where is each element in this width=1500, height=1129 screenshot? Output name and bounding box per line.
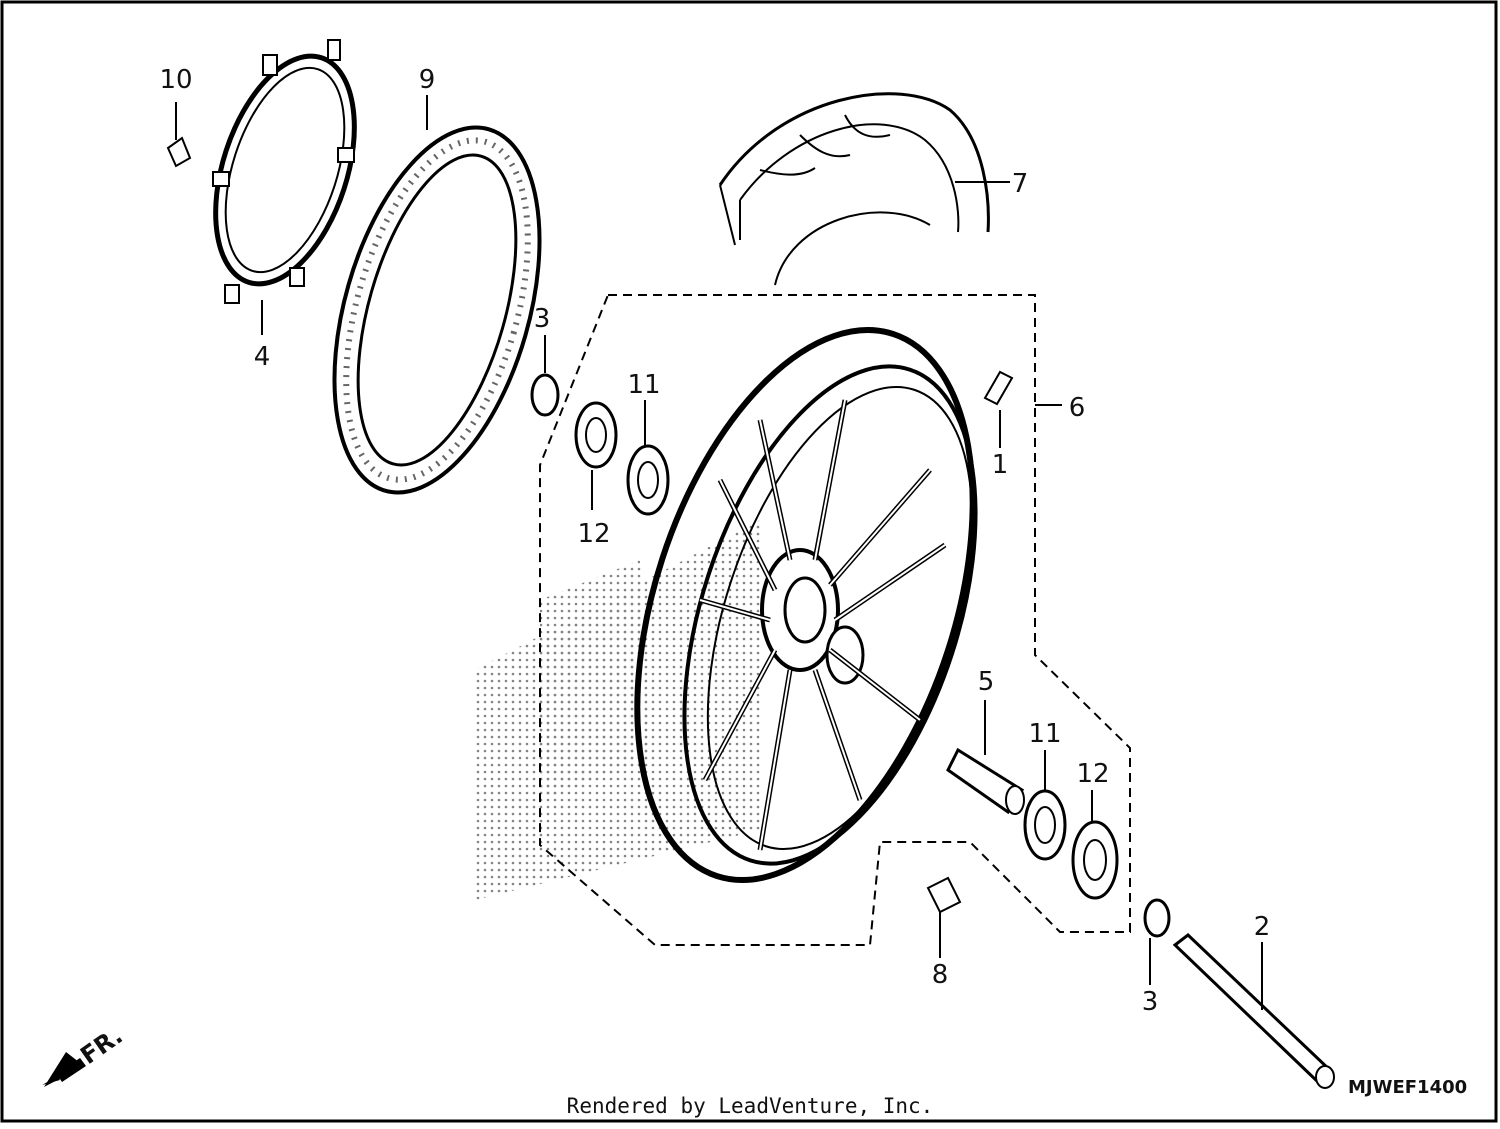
callout-5: 5 bbox=[978, 667, 995, 697]
diagram-code: MJWEF1400 bbox=[1348, 1077, 1467, 1098]
callout-9: 9 bbox=[419, 65, 436, 95]
wheel-part bbox=[634, 327, 1062, 883]
bearing-part-left bbox=[626, 400, 670, 516]
callout-4: 4 bbox=[254, 342, 271, 372]
axle-part bbox=[1172, 933, 1335, 1089]
balance-weight-part bbox=[926, 876, 962, 958]
front-direction-arrow-icon bbox=[42, 1052, 86, 1087]
bolt-part bbox=[166, 102, 192, 168]
assembly-outline bbox=[539, 294, 1131, 946]
callout-7: 7 bbox=[1012, 169, 1029, 199]
callout-12-lower: 12 bbox=[1076, 759, 1109, 789]
bearing-part-right bbox=[1023, 750, 1067, 861]
callout-2: 2 bbox=[1254, 912, 1271, 942]
brake-disc-part bbox=[332, 95, 542, 495]
dust-seal-part-right bbox=[1071, 790, 1119, 900]
callout-10: 10 bbox=[159, 65, 192, 95]
tire-part bbox=[718, 92, 1010, 286]
callout-6: 6 bbox=[1069, 393, 1086, 423]
dust-seal-part-left bbox=[574, 401, 618, 510]
callout-8: 8 bbox=[932, 960, 949, 990]
callout-3-lower: 3 bbox=[1142, 987, 1159, 1017]
pulser-ring-part bbox=[212, 39, 357, 335]
callout-11-upper: 11 bbox=[627, 370, 660, 400]
callout-3-upper: 3 bbox=[534, 304, 551, 334]
callout-labels: 1 2 3 3 4 5 6 7 8 9 10 11 11 12 12 bbox=[159, 65, 1270, 1017]
callout-11-lower: 11 bbox=[1028, 719, 1061, 749]
collar-part-lower bbox=[1143, 898, 1171, 985]
valve-part bbox=[983, 370, 1014, 448]
credit-text: Rendered by LeadVenture, Inc. bbox=[567, 1094, 934, 1118]
background-watermark bbox=[475, 520, 760, 900]
callout-12-upper: 12 bbox=[577, 519, 610, 549]
collar-part-upper bbox=[530, 335, 560, 417]
callout-1: 1 bbox=[992, 450, 1009, 480]
spacer-part bbox=[946, 700, 1025, 815]
